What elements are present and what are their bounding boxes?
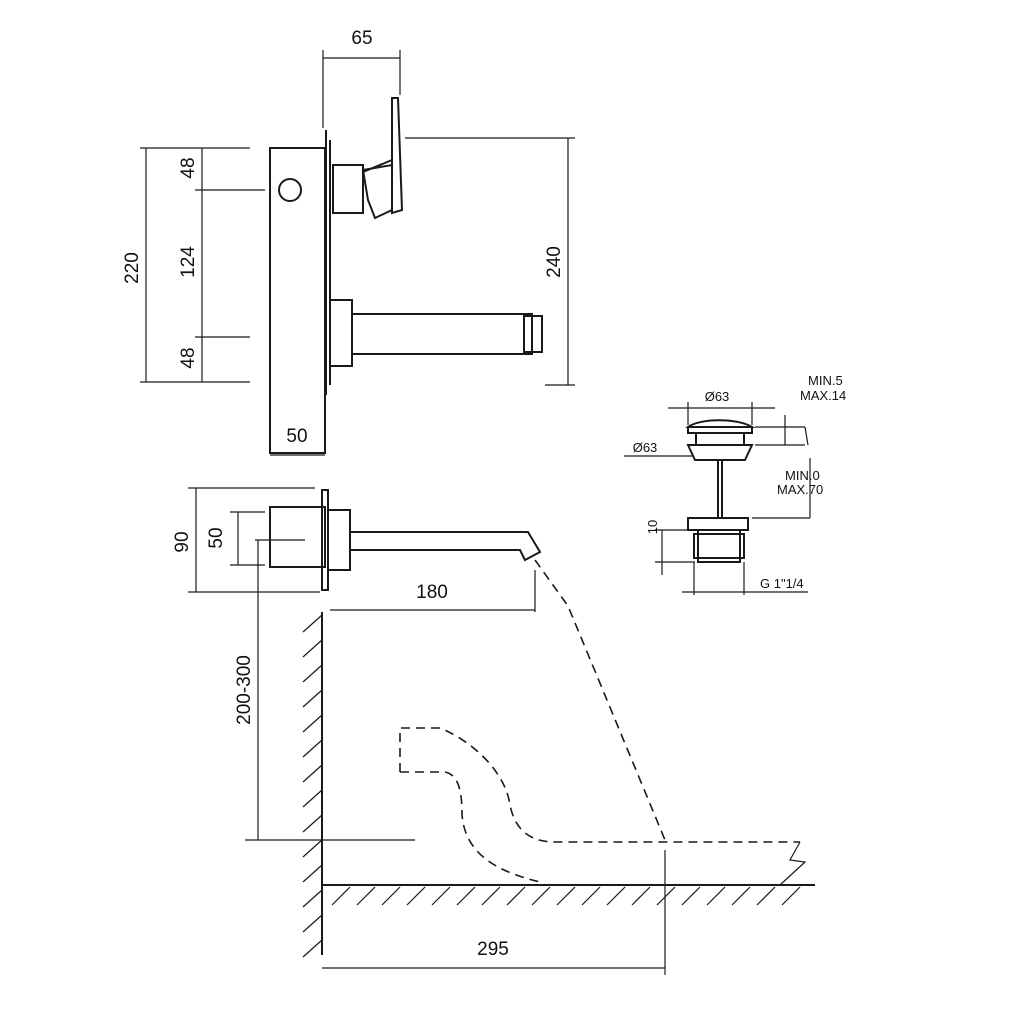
drain-head-diameter: Ø63 (705, 389, 730, 404)
dim-plate-depth: 50 (286, 426, 307, 447)
drain-stem-max: MAX.70 (777, 482, 823, 497)
front-view: 65 240 220 48 124 48 50 (122, 28, 575, 456)
dim-plate-lower: 48 (178, 347, 199, 368)
floor-hatch (331, 886, 801, 906)
spout-front (329, 299, 543, 367)
basin-outline (399, 727, 800, 843)
drain-head-min: MIN.5 (808, 373, 843, 388)
plate-hole (278, 178, 302, 202)
drain-head-max: MAX.14 (800, 388, 846, 403)
drain-tail-height: 10 (645, 520, 660, 534)
dim-mount-height: 200-300 (234, 655, 255, 725)
dim-side-body: 50 (206, 527, 227, 548)
drain-stem-min: MIN.0 (785, 468, 820, 483)
dim-plate-total: 220 (122, 252, 143, 284)
dim-plate-middle: 124 (178, 246, 199, 278)
dim-side-height: 90 (172, 531, 193, 552)
wall-hatch (302, 614, 323, 958)
drain-body-diameter: Ø63 (633, 440, 658, 455)
dim-top-width: 65 (351, 28, 372, 49)
dim-plate-upper: 48 (178, 157, 199, 178)
dim-spout-reach: 180 (416, 582, 448, 603)
wall-plate (269, 147, 326, 454)
drain-thread: G 1"1/4 (760, 576, 804, 591)
drain-detail: Ø63 Ø63 MIN.5 MAX.14 MIN.0 MAX.70 10 G 1… (624, 373, 846, 595)
side-view: 90 50 180 200-300 (172, 487, 815, 975)
lever-handle (332, 97, 404, 220)
dim-overall-height: 240 (544, 246, 565, 278)
dim-basin-distance: 295 (477, 939, 509, 960)
